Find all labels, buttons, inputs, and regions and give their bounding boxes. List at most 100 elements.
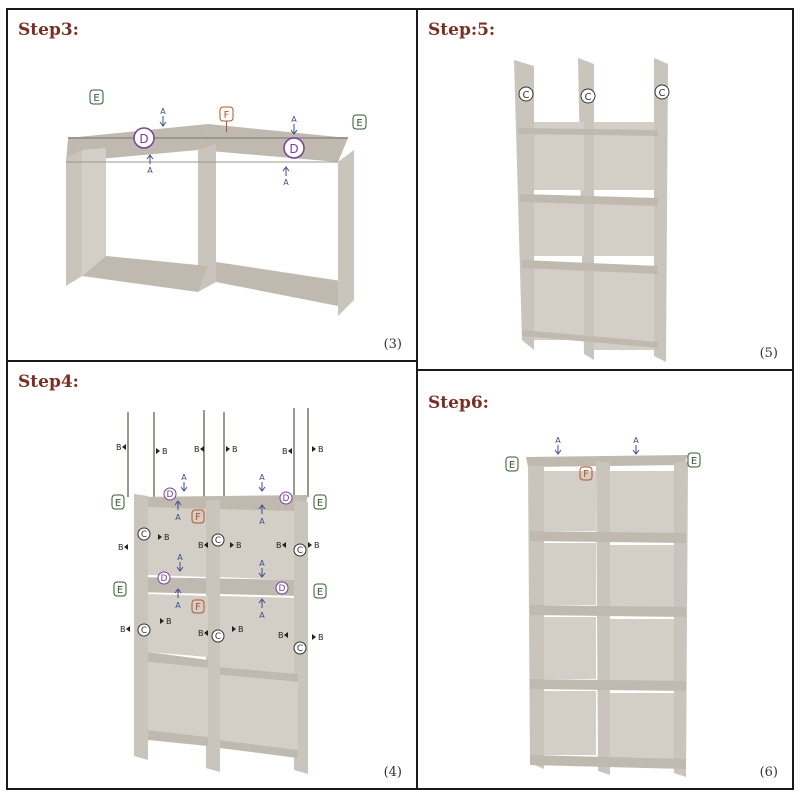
right-side-wall (674, 461, 688, 777)
left-side-wall (528, 465, 544, 769)
arrow-a-icons: A A (554, 436, 640, 455)
arrow-a-top-right-icon: A (290, 115, 298, 135)
label-f-icons: F F (191, 509, 205, 614)
shelf-boards (518, 128, 658, 348)
svg-text:E: E (691, 456, 697, 467)
svg-text:F: F (583, 469, 589, 480)
svg-text:B: B (278, 631, 284, 640)
middle-wall (596, 461, 610, 775)
svg-text:D: D (283, 494, 290, 504)
svg-text:A: A (259, 473, 265, 482)
left-side-wall (66, 150, 82, 286)
label-f-icon: F (219, 106, 234, 132)
svg-text:D: D (161, 574, 168, 584)
svg-text:F: F (224, 110, 230, 121)
svg-text:B: B (198, 629, 204, 638)
svg-text:B: B (318, 633, 324, 642)
svg-text:A: A (633, 436, 639, 445)
svg-text:E: E (317, 587, 323, 598)
svg-text:A: A (291, 115, 297, 124)
svg-text:B: B (238, 625, 244, 634)
svg-text:B: B (318, 445, 324, 454)
right-side-wall (338, 150, 354, 316)
svg-text:D: D (289, 142, 298, 156)
svg-text:B: B (314, 541, 320, 550)
left-side-wall (514, 60, 534, 350)
svg-text:B: B (164, 533, 170, 542)
svg-text:C: C (523, 90, 530, 101)
right-cube-top-panel (198, 124, 348, 162)
label-d-right-icon: D (283, 137, 305, 159)
svg-text:A: A (259, 559, 265, 568)
svg-text:C: C (141, 530, 147, 540)
svg-text:A: A (160, 107, 166, 116)
label-c-right-icon: C (654, 84, 670, 100)
svg-text:F: F (195, 602, 201, 613)
svg-text:A: A (259, 611, 265, 620)
left-cube-bottom-panel (82, 256, 208, 292)
svg-text:C: C (297, 644, 303, 654)
arrow-a-bottom-right-icon: A (282, 166, 290, 187)
step4-panel: Step4: B B B B B (6, 360, 418, 790)
step5-number: (5) (759, 346, 778, 361)
svg-text:A: A (283, 178, 289, 187)
svg-text:B: B (162, 447, 168, 456)
svg-text:E: E (317, 498, 323, 509)
svg-text:C: C (215, 536, 221, 546)
svg-text:A: A (147, 166, 153, 175)
step5-illustration: C C C (514, 58, 670, 362)
step6-title: Step6: (428, 393, 489, 413)
step3-illustration: E F E D D A A A (66, 89, 367, 316)
label-c-icons: C C C C C C (137, 527, 307, 655)
svg-text:B: B (198, 541, 204, 550)
arrow-a-top-left-icon: A (159, 107, 167, 127)
svg-text:A: A (175, 513, 181, 522)
upright-poles (127, 408, 309, 497)
label-e-icons: E E (505, 452, 701, 472)
svg-text:A: A (259, 517, 265, 526)
right-side-wall (654, 58, 668, 362)
label-d-icons: D D D D (157, 487, 293, 595)
svg-text:B: B (232, 445, 238, 454)
svg-text:B: B (120, 625, 126, 634)
svg-text:E: E (356, 118, 362, 129)
label-c-left-icon: C (518, 86, 534, 102)
label-c-middle-icon: C (580, 88, 596, 104)
svg-text:C: C (659, 88, 666, 99)
svg-text:B: B (276, 541, 282, 550)
svg-text:C: C (585, 92, 592, 103)
left-cube-back-wall (82, 148, 106, 276)
svg-text:B: B (118, 543, 124, 552)
svg-text:E: E (93, 93, 99, 104)
svg-text:F: F (195, 512, 201, 523)
svg-text:A: A (177, 553, 183, 562)
step3-number: (3) (383, 337, 402, 352)
right-cube-bottom-panel (216, 262, 348, 306)
svg-text:D: D (139, 132, 148, 146)
svg-text:E: E (117, 585, 123, 596)
step3-title: Step3: (18, 20, 79, 40)
step4-illustration: B B B B B B B B B B B B B B B B B B E E … (111, 408, 327, 774)
arrow-b-icons: B B B B B B B B B B B B B B B B B B (116, 443, 324, 642)
svg-text:A: A (555, 436, 561, 445)
svg-text:D: D (167, 490, 174, 500)
label-e-icons: E E E E (111, 494, 327, 599)
svg-text:A: A (181, 473, 187, 482)
label-e-left-icon: E (89, 89, 104, 105)
arrow-a-icons: A A A A A A A A (174, 473, 266, 620)
label-d-left-icon: D (133, 127, 155, 149)
svg-text:B: B (236, 541, 242, 550)
step6-illustration: E E F A A (505, 436, 701, 777)
step5-title: Step:5: (428, 20, 496, 40)
svg-text:C: C (141, 626, 147, 636)
top-board (526, 455, 688, 467)
arrow-a-bottom-left-icon: A (146, 154, 154, 175)
svg-text:C: C (297, 546, 303, 556)
svg-text:E: E (115, 498, 121, 509)
svg-text:B: B (282, 447, 288, 456)
svg-text:B: B (116, 443, 122, 452)
step4-number: (4) (383, 765, 402, 780)
step3-panel: Step3: E F E D D (6, 8, 418, 362)
svg-text:B: B (166, 617, 172, 626)
label-e-right-icon: E (352, 114, 367, 130)
